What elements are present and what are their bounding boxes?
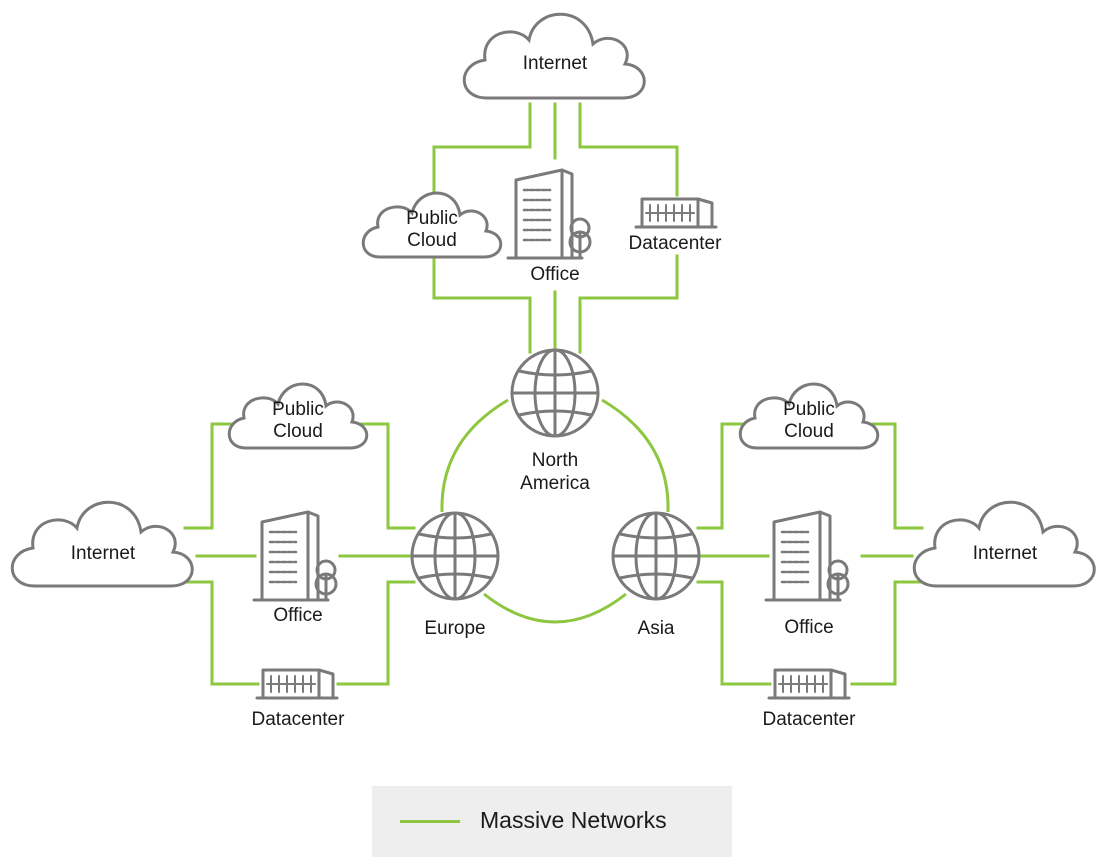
conn-as-datacenter-internet <box>850 580 924 686</box>
internet-label-asia: Internet <box>973 543 1038 564</box>
ring-arc-north-america-asia <box>601 398 670 513</box>
conn-eu-internet-cloud <box>183 422 237 530</box>
conn-eu-cloud-hub <box>360 422 416 530</box>
conn-as-cloud-internet <box>871 422 924 530</box>
office-label-asia: Office <box>784 617 833 638</box>
conn-eu-datacenter-hub <box>336 580 416 686</box>
public-cloud-label-asia-line2: Cloud <box>784 421 834 442</box>
office-label-europe: Office <box>273 605 322 626</box>
hub-label-north-america-line2: America <box>520 473 590 494</box>
office-building-icon-europe <box>252 510 338 602</box>
hub-label-north-america-line1: North <box>532 450 578 471</box>
office-label-north-america: Office <box>530 264 579 285</box>
conn-as-hub-datacenter <box>696 580 772 686</box>
conn-eu-internet-datacenter <box>183 580 260 686</box>
ring-arc-europe-asia <box>483 592 627 624</box>
internet-label-europe: Internet <box>71 543 136 564</box>
datacenter-label-north-america: Datacenter <box>629 233 723 254</box>
connection-lines <box>183 102 924 686</box>
datacenter-icon-asia <box>767 668 851 700</box>
datacenter-label-europe: Datacenter <box>252 709 346 730</box>
datacenter-label-asia: Datacenter <box>763 709 857 730</box>
public-cloud-label-north-america-line1: Public <box>406 208 458 229</box>
office-building-icon-north-america <box>506 168 592 260</box>
public-cloud-label-asia-line1: Public <box>783 399 835 420</box>
datacenter-icon-north-america <box>634 197 718 229</box>
conn-na-datacenter-hub <box>578 254 679 354</box>
legend: Massive Networks <box>372 786 732 857</box>
public-cloud-label-europe-line1: Public <box>272 399 324 420</box>
public-cloud-label-europe-line2: Cloud <box>273 421 323 442</box>
conn-as-hub-cloud <box>696 422 747 530</box>
conn-na-cloud-hub <box>432 254 532 354</box>
globe-icon-north-america <box>510 348 600 438</box>
hub-label-asia: Asia <box>638 618 675 639</box>
datacenter-icon-europe <box>255 668 339 700</box>
legend-line-icon <box>400 820 460 823</box>
ring-arc-north-america-europe <box>440 398 509 513</box>
globe-icon-asia <box>611 511 701 601</box>
conn-na-internet-cloud <box>432 102 532 193</box>
conn-na-internet-datacenter <box>578 102 679 197</box>
office-building-icon-asia <box>764 510 850 602</box>
hub-label-europe: Europe <box>424 618 485 639</box>
public-cloud-label-north-america-line2: Cloud <box>407 230 457 251</box>
internet-label-north-america: Internet <box>523 53 588 74</box>
site-icons <box>10 12 1096 700</box>
legend-label: Massive Networks <box>480 807 667 833</box>
globe-icon-europe <box>410 511 500 601</box>
